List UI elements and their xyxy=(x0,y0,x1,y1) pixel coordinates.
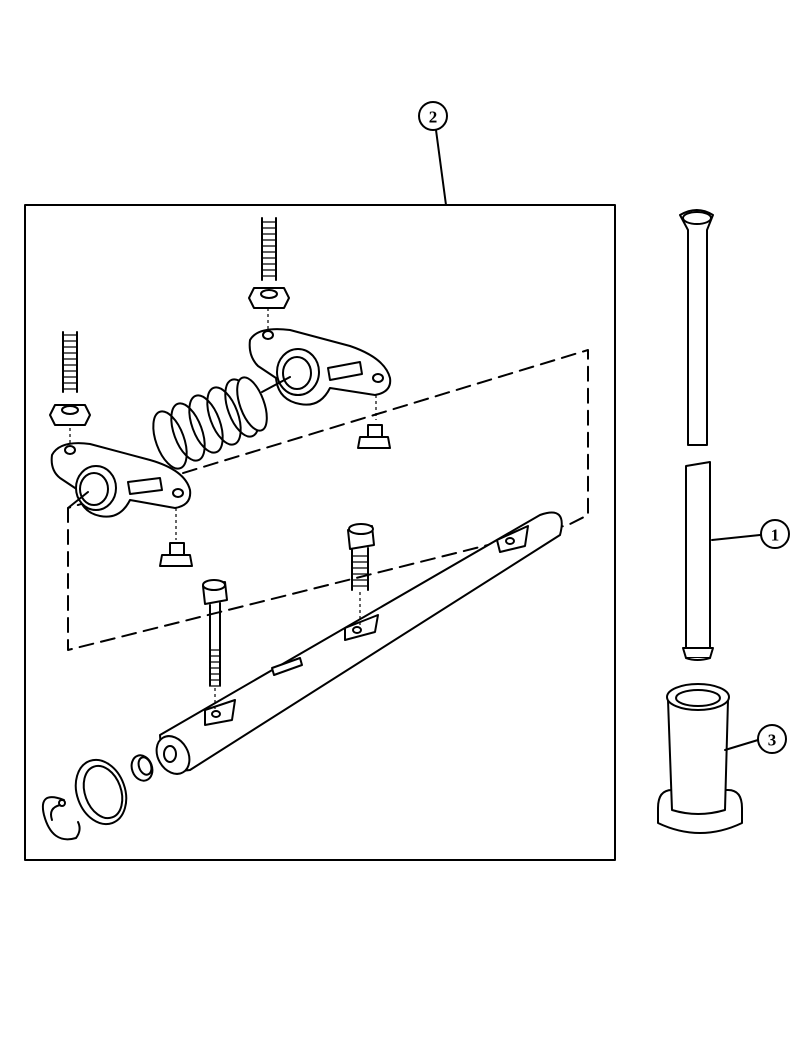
callout-2: 2 xyxy=(418,101,448,206)
assembly-frame xyxy=(24,204,616,861)
adjusting-screw-right xyxy=(261,217,277,281)
rocker-arm-left xyxy=(50,428,192,540)
washer xyxy=(74,758,128,826)
callout-1-label: 1 xyxy=(771,526,780,545)
rocker-spring xyxy=(152,376,268,470)
rocker-arm-right xyxy=(248,308,392,420)
small-ring xyxy=(130,754,154,782)
rocker-shaft xyxy=(155,511,563,775)
adjusting-screw-left xyxy=(62,331,78,393)
lock-nut-right xyxy=(248,287,290,309)
callout-3-label: 3 xyxy=(768,731,777,750)
callout-2-label: 2 xyxy=(429,108,438,127)
callout-1: 1 xyxy=(711,519,790,549)
callout-3: 3 xyxy=(724,724,787,754)
alignment-dashed-line xyxy=(67,349,589,651)
pin-left xyxy=(159,542,193,567)
lock-nut-left xyxy=(49,404,91,426)
pin-right xyxy=(357,424,391,449)
push-rod xyxy=(679,209,714,661)
long-bolt xyxy=(202,579,228,712)
tappet xyxy=(657,683,743,834)
retaining-clip xyxy=(42,796,81,841)
short-bolt xyxy=(347,523,375,628)
